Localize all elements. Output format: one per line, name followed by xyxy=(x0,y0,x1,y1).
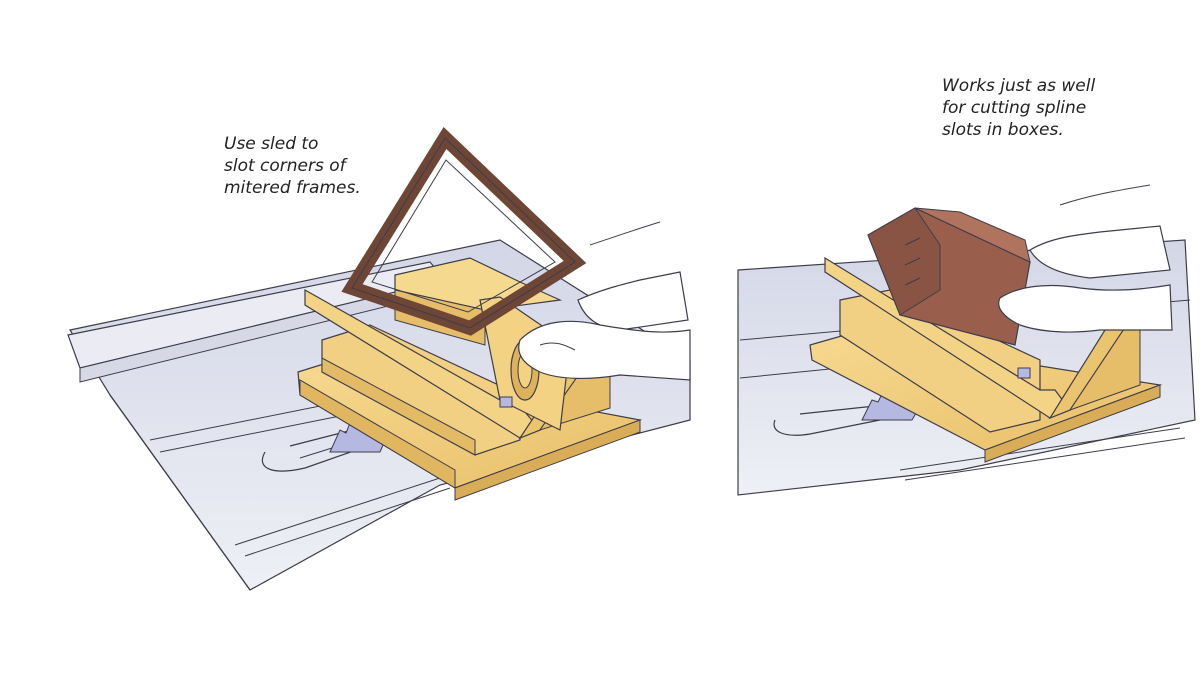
hand-right-rear xyxy=(1029,184,1171,279)
right-illustration xyxy=(737,184,1196,496)
hand-left-front xyxy=(518,320,691,381)
left-illustration xyxy=(67,126,691,591)
mitered-frame xyxy=(341,126,587,336)
caption-box-slotting: Works just as well for cutting spline sl… xyxy=(942,76,1096,140)
sled-left xyxy=(297,257,643,501)
hand-right-front xyxy=(998,284,1173,333)
box-workpiece xyxy=(867,207,1031,346)
caption-frame-slotting: Use sled to slot corners of mitered fram… xyxy=(224,134,361,198)
hand-left-rear xyxy=(577,221,689,331)
